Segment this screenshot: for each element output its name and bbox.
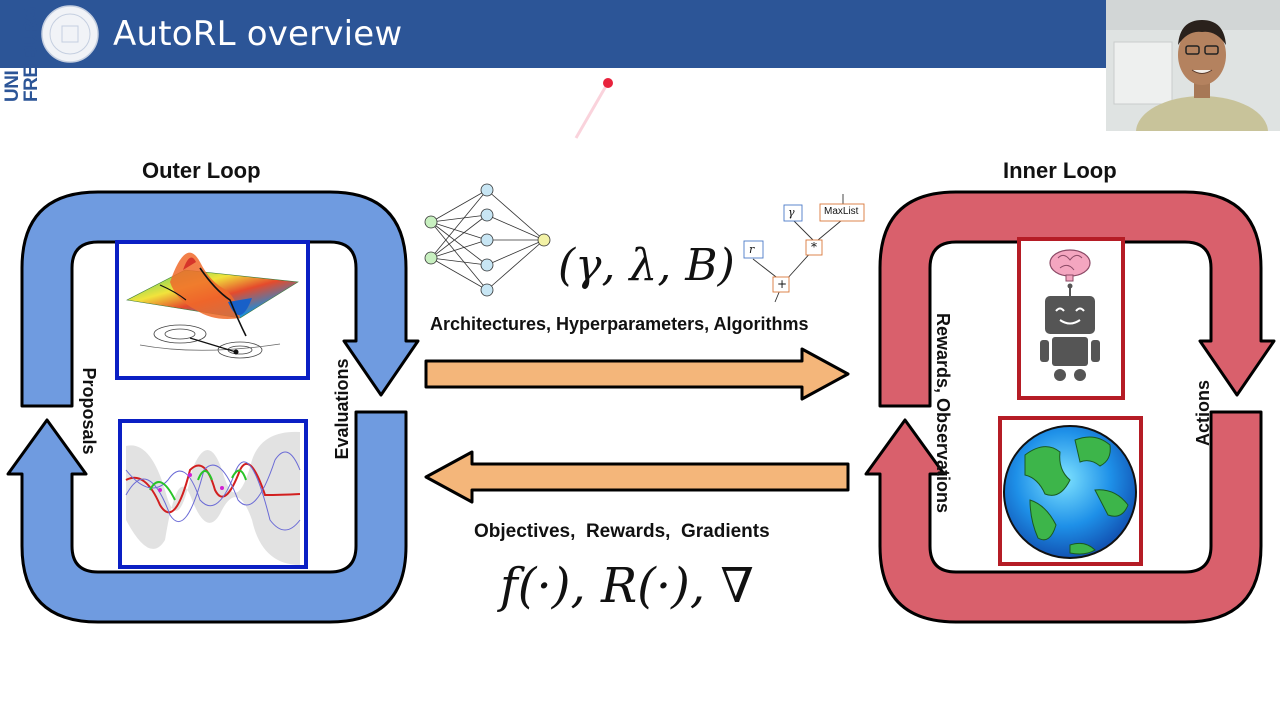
laser-pointer	[574, 78, 613, 139]
outer-top-arrow	[20, 190, 420, 408]
graph-node-maxlist: MaxList	[824, 206, 859, 217]
feedback-formula: f(·), R(·), ∇	[500, 558, 754, 614]
loss-surface-panel	[115, 240, 310, 380]
graph-node-r: r	[749, 243, 755, 256]
robot-icon	[1040, 283, 1100, 381]
neural-network-icon	[424, 183, 551, 297]
loss-surface-plot	[126, 252, 299, 359]
outer-loop-title: Outer Loop	[142, 158, 261, 183]
hyperparameter-formula: (γ, λ, B)	[558, 240, 735, 291]
proposals-label: Proposals	[79, 367, 99, 455]
outer-bottom-arrow	[6, 410, 408, 624]
brain-icon	[1049, 249, 1091, 282]
rewards-observations-label: Rewards, Observations	[933, 312, 953, 514]
university-logo: UNI FREIBURG	[0, 0, 103, 132]
presenter-webcam	[1106, 0, 1280, 131]
evaluations-label: Evaluations	[332, 358, 352, 460]
earth-icon	[1003, 425, 1137, 559]
graph-node-plus: +	[777, 277, 788, 291]
header-bar	[0, 0, 1106, 68]
inner-loop-title: Inner Loop	[1003, 158, 1117, 183]
seal-icon	[41, 5, 99, 63]
inner-top-arrow	[878, 190, 1276, 408]
slide-title: AutoRL overview	[113, 14, 403, 54]
inner-loop-arrows	[864, 190, 1276, 624]
outer-loop-arrows	[6, 190, 420, 624]
bayesian-optimization-panel	[118, 419, 308, 569]
backward-arrow-label: Objectives, Rewards, Gradients	[474, 521, 770, 542]
forward-arrow-label: Architectures, Hyperparameters, Algorith…	[430, 314, 809, 334]
backward-flow-arrow	[424, 450, 850, 504]
agent-panel	[1017, 237, 1125, 400]
actions-label: Actions	[1193, 380, 1213, 447]
forward-flow-arrow	[424, 347, 850, 401]
gp-plot	[125, 431, 301, 565]
graph-node-mult: *	[811, 240, 817, 254]
graph-node-gamma: γ	[788, 206, 795, 219]
inner-bottom-arrow	[864, 410, 1263, 624]
presenter-video	[1106, 0, 1280, 131]
program-graph-icon	[743, 194, 865, 303]
environment-panel	[998, 416, 1143, 566]
